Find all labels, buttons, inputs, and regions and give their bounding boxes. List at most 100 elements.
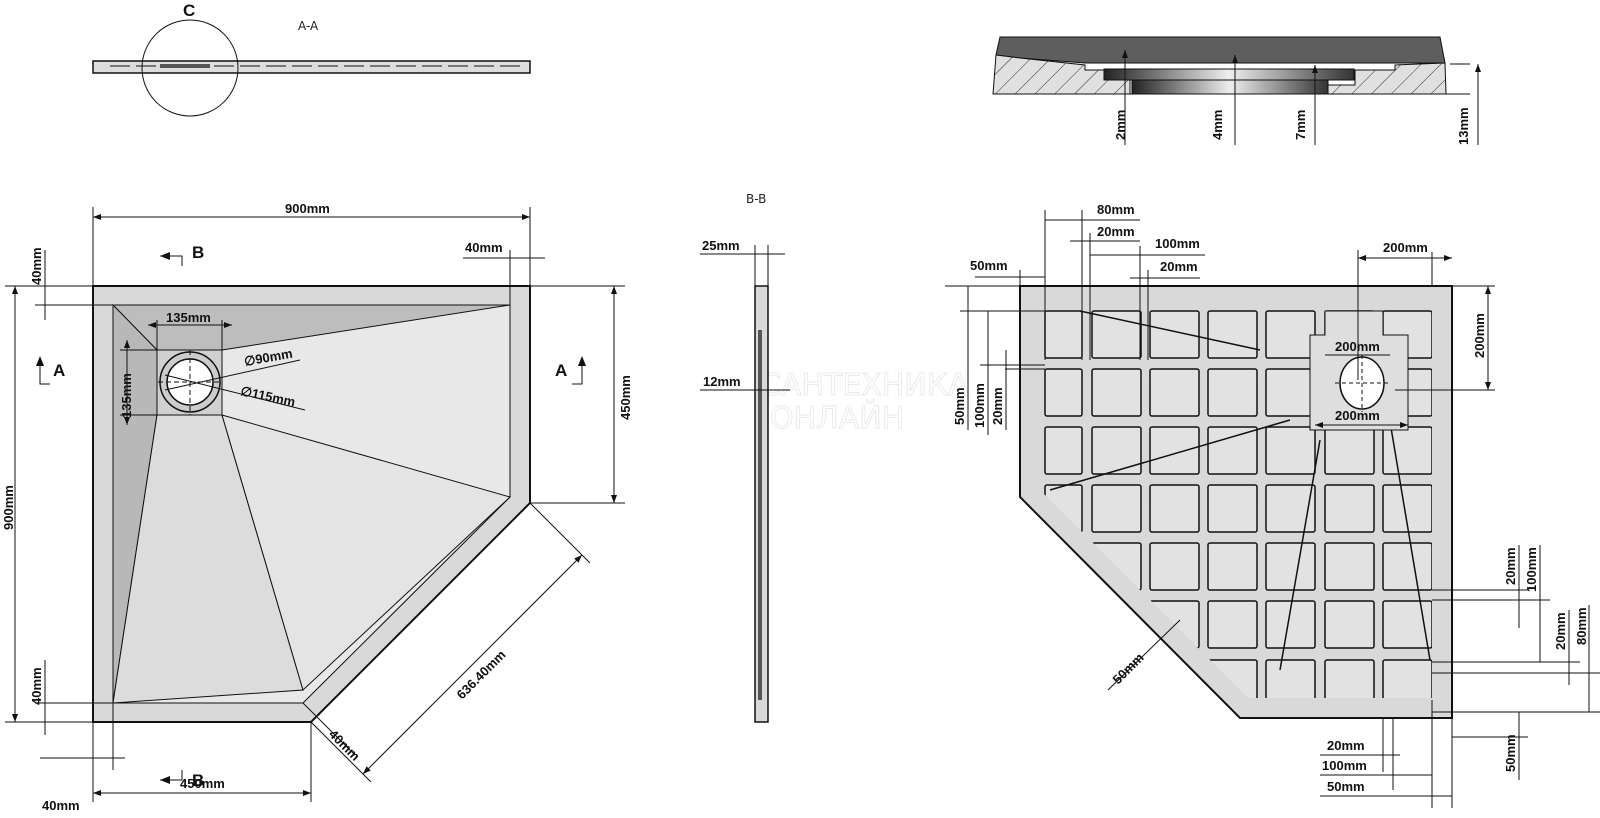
grid-cell <box>1265 310 1316 359</box>
dim-bottom-20: 20mm <box>1327 738 1365 753</box>
section-marker-a-right: A <box>555 356 586 385</box>
section-marker-a-left: A <box>36 356 65 385</box>
section-bb: B-B 25mm 12mm <box>700 192 790 723</box>
dim-drain-box-bottom: 200mm <box>1335 408 1380 423</box>
dim-left-100: 100mm <box>972 383 987 428</box>
grid-cell <box>1324 659 1375 698</box>
svg-text:A: A <box>555 361 567 380</box>
dim-rim-bottom-left: 40mm <box>42 798 80 813</box>
grid-cell <box>1265 659 1316 698</box>
dim-4mm: 4mm <box>1210 110 1225 140</box>
grid-cell <box>1382 484 1432 533</box>
dim-bb-inner: 12mm <box>703 374 741 389</box>
grid-cell <box>1382 600 1432 649</box>
grid-cell <box>1265 542 1316 591</box>
svg-text:ОНЛАЙН: ОНЛАЙН <box>770 400 904 436</box>
left-plan-view: ∅90mm ∅115mm 135mm 135mm 900mm 40mm 900m… <box>1 201 633 813</box>
dim-drain-box-top: 200mm <box>1335 339 1380 354</box>
dim-top-20a: 20mm <box>1097 224 1135 239</box>
dim-diag-50: 50mm <box>1110 650 1147 687</box>
dim-drain-height: 135mm <box>119 373 134 418</box>
dim-left-50: 50mm <box>952 387 967 425</box>
section-aa-title: A-A <box>298 19 319 33</box>
dim-7mm: 7mm <box>1293 110 1308 140</box>
dim-top-80: 80mm <box>1097 202 1135 217</box>
dim-bottom-50: 50mm <box>1327 779 1365 794</box>
grid-cell <box>1091 484 1142 533</box>
dim-right-20a: 20mm <box>1503 547 1518 585</box>
dim-right-80: 80mm <box>1574 607 1589 645</box>
grid-cell <box>1044 600 1083 649</box>
grid-cell <box>1265 368 1316 417</box>
grid-cell <box>1149 426 1200 475</box>
grid-cell <box>1149 310 1200 359</box>
grid-cell <box>1044 426 1083 475</box>
dim-width-450: 450mm <box>180 776 225 791</box>
grid-cell <box>1382 426 1432 475</box>
dim-2mm: 2mm <box>1113 110 1128 140</box>
grid-cell <box>1044 368 1083 417</box>
dim-rim-left-bottom: 40mm <box>29 667 44 705</box>
grid-cell <box>1044 310 1083 359</box>
svg-text:A: A <box>53 361 65 380</box>
grid-cell <box>1149 484 1200 533</box>
grid-cell <box>1265 426 1316 475</box>
dim-height-900: 900mm <box>1 485 16 530</box>
dim-left-20: 20mm <box>990 387 1005 425</box>
watermark: САНТЕХНИКА ОНЛАЙН <box>760 368 970 437</box>
dim-top-50: 50mm <box>970 258 1008 273</box>
grid-cell <box>1207 368 1258 417</box>
slope-line <box>1279 439 1321 671</box>
grid-cell <box>1382 659 1432 698</box>
detail-c-circle <box>141 19 239 117</box>
grid-cell <box>1149 542 1200 591</box>
dim-diagonal-rim: 40mm <box>326 727 363 764</box>
grid-cell <box>1091 426 1142 475</box>
svg-text:САНТЕХНИКА: САНТЕХНИКА <box>760 368 969 403</box>
grid-cell <box>1324 426 1375 475</box>
dim-drain-offset-y: 200mm <box>1472 313 1487 358</box>
svg-text:B: B <box>192 243 204 262</box>
dim-drain-width: 135mm <box>166 310 211 325</box>
dim-drain-offset-x: 200mm <box>1383 240 1428 255</box>
support-grid <box>1044 310 1432 698</box>
cover-plate <box>995 36 1446 64</box>
svg-text:B: B <box>192 771 204 790</box>
grid-cell <box>1324 484 1375 533</box>
section-marker-b-top: B <box>160 243 204 266</box>
dim-13mm: 13mm <box>1456 107 1471 145</box>
grid-cell <box>1091 368 1142 417</box>
drain-flange <box>1103 68 1355 81</box>
dim-right-100: 100mm <box>1524 547 1539 592</box>
grid-cell <box>1044 659 1083 698</box>
slope-line <box>1079 310 1261 351</box>
dim-rim-top-right: 40mm <box>465 240 503 255</box>
detail-c-label: C <box>183 1 195 20</box>
slope-line <box>1049 419 1291 491</box>
dim-right-20b: 20mm <box>1553 612 1568 650</box>
grid-cell <box>1149 368 1200 417</box>
dim-height-450: 450mm <box>618 375 633 420</box>
grid-cell <box>1207 542 1258 591</box>
section-aa: C A-A <box>92 1 531 117</box>
grid-cell <box>1091 310 1142 359</box>
grid-cell <box>1265 600 1316 649</box>
section-bb-title: B-B <box>746 192 766 206</box>
grid-cell <box>1207 310 1258 359</box>
dim-rim-left-top: 40mm <box>29 247 44 285</box>
detail-c-section: 2mm 4mm 7mm 13mm <box>992 36 1481 145</box>
grid-cell <box>1207 600 1258 649</box>
drain-body <box>1131 79 1329 95</box>
grid-cell <box>1324 542 1375 591</box>
dim-bottom-100: 100mm <box>1322 758 1367 773</box>
grid-cell <box>1207 426 1258 475</box>
dim-width-900: 900mm <box>285 201 330 216</box>
dim-top-100: 100mm <box>1155 236 1200 251</box>
grid-cell <box>1324 600 1375 649</box>
dim-bb-thickness: 25mm <box>702 238 740 253</box>
dim-right-bottom-50: 50mm <box>1503 734 1518 772</box>
section-marker-b-bottom: B <box>160 770 204 790</box>
grid-cell <box>1207 484 1258 533</box>
grid-cell <box>1382 542 1432 591</box>
